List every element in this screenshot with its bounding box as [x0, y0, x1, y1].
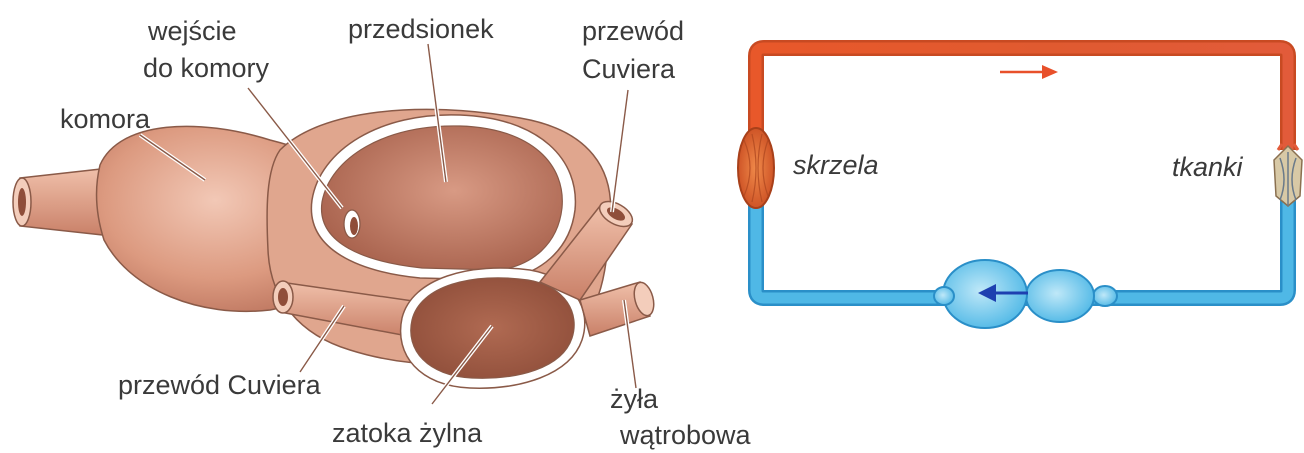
label-przedsionek: przedsionek [348, 14, 494, 44]
label-komora: komora [60, 104, 151, 134]
label-zyla-2: wątrobowa [619, 420, 752, 450]
chamber-bulbus [934, 287, 954, 305]
arrow-top-right [1000, 65, 1058, 79]
label-zatoka: zatoka żylna [332, 418, 483, 448]
chamber-atrium [1026, 270, 1094, 322]
circulation-diagram [738, 48, 1302, 328]
tissues [1274, 144, 1302, 206]
vessel-oxygenated [756, 48, 1288, 150]
label-cuviera-top-2: Cuviera [582, 54, 676, 84]
label-zyla-1: żyła [610, 384, 659, 414]
label-wejscie-1: wejście [147, 16, 237, 46]
chamber-sinus [1093, 286, 1117, 306]
label-tkanki: tkanki [1172, 152, 1244, 182]
heart-illustration [13, 109, 657, 388]
label-wejscie-2: do komory [143, 53, 270, 83]
label-skrzela: skrzela [793, 150, 879, 180]
label-cuviera-top-1: przewód [582, 16, 684, 46]
label-cuviera-bottom: przewód Cuviera [118, 370, 322, 400]
